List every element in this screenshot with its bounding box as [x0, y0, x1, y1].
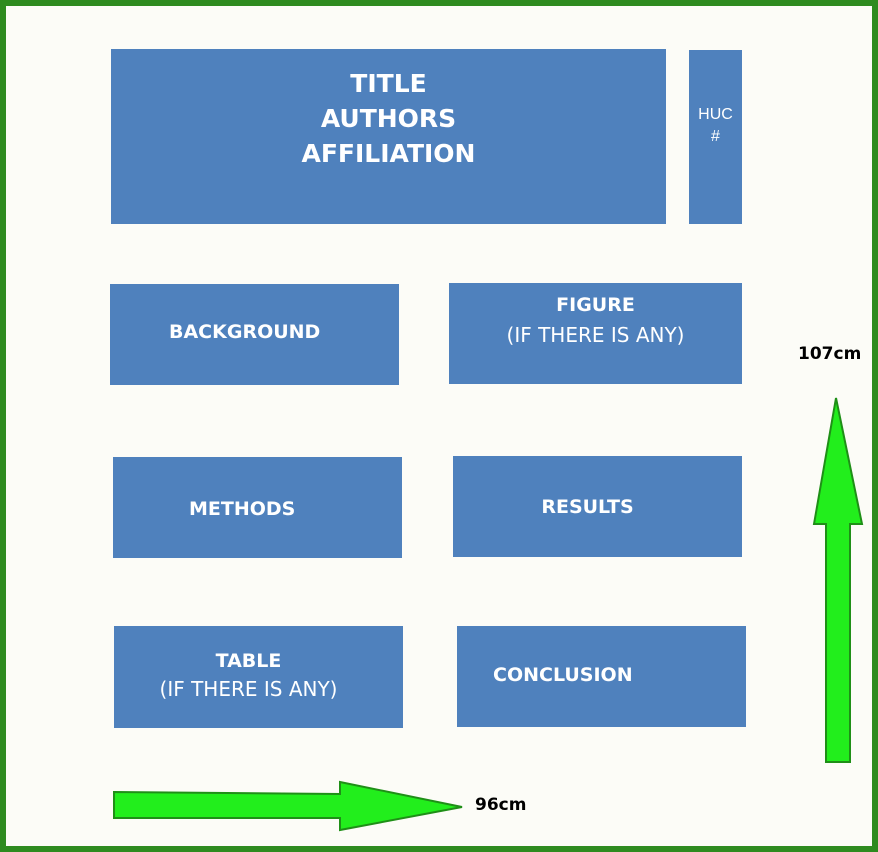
table-note: (IF THERE IS ANY) — [159, 677, 338, 701]
huc-number-box: HUC # — [689, 50, 742, 224]
table-section-box: TABLE (IF THERE IS ANY) — [114, 626, 403, 728]
conclusion-section-box: CONCLUSION — [457, 626, 746, 727]
figure-label: FIGURE — [556, 294, 635, 316]
width-arrow-icon — [113, 780, 463, 832]
figure-note: (IF THERE IS ANY) — [506, 323, 685, 347]
results-label: RESULTS — [541, 495, 634, 518]
conclusion-label: CONCLUSION — [493, 663, 633, 686]
title-text: TITLE — [350, 69, 427, 98]
results-section-box: RESULTS — [453, 456, 742, 557]
height-arrow-icon — [812, 397, 864, 763]
background-section-box: BACKGROUND — [110, 284, 399, 385]
background-label: BACKGROUND — [169, 320, 321, 343]
huc-number-symbol: # — [711, 128, 720, 145]
authors-text: AUTHORS — [320, 104, 457, 133]
methods-section-box: METHODS — [113, 457, 402, 558]
title-authors-affiliation-box: TITLE AUTHORS AFFILIATION — [111, 49, 666, 224]
huc-label: HUC — [698, 106, 733, 123]
width-dimension-label: 96cm — [475, 795, 527, 815]
methods-label: METHODS — [189, 497, 296, 520]
table-label: TABLE — [215, 650, 282, 672]
affiliation-text: AFFILIATION — [301, 139, 476, 168]
height-dimension-label: 107cm — [798, 344, 862, 364]
figure-section-box: FIGURE (IF THERE IS ANY) — [449, 283, 742, 384]
